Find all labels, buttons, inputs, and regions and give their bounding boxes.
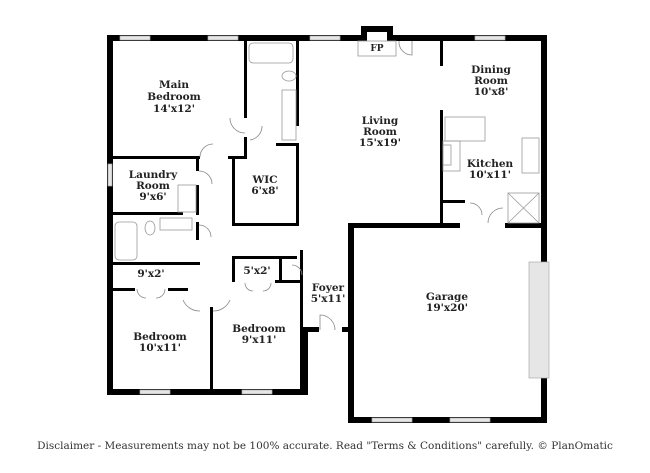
room-name: Bedroom xyxy=(147,91,201,103)
room-garage: Garage 19'x20' xyxy=(426,291,468,314)
room-name: Bedroom xyxy=(133,331,187,343)
room-main-bedroom: Main Bedroom 14'x12' xyxy=(147,79,201,115)
fireplace-label: FP xyxy=(370,44,383,54)
room-name: WIC xyxy=(251,174,277,186)
room-name: Laundry xyxy=(129,169,178,181)
door-swings xyxy=(136,40,504,331)
room-size: 14'x12' xyxy=(153,103,195,115)
room-size: 9'x6' xyxy=(139,191,166,203)
fixtures xyxy=(114,40,540,261)
closet-9x2: 9'x2' xyxy=(137,268,164,280)
room-size: 15'x19' xyxy=(359,137,401,149)
windows xyxy=(107,35,550,423)
room-foyer: Foyer 5'x11' xyxy=(311,282,346,305)
room-name: Main xyxy=(159,79,189,91)
room-kitchen: Kitchen 10'x11' xyxy=(467,158,514,181)
room-name: Garage xyxy=(426,291,468,303)
room-name: Bedroom xyxy=(232,323,286,335)
room-laundry: Laundry Room 9'x6' xyxy=(129,169,178,203)
room-size: 19'x20' xyxy=(426,302,468,314)
room-wic: WIC 6'x8' xyxy=(251,174,278,197)
disclaimer-text: Disclaimer - Measurements may not be 100… xyxy=(37,440,613,452)
room-size: 5'x11' xyxy=(311,293,346,305)
room-bedroom-2: Bedroom 9'x11' xyxy=(232,323,286,346)
room-size: 10'x11' xyxy=(469,169,511,181)
room-size: 5'x2' xyxy=(243,265,270,277)
room-name: Living xyxy=(362,115,399,127)
room-size: 10'x8' xyxy=(474,86,509,98)
room-name: Room xyxy=(136,180,170,192)
closet-5x2: 5'x2' xyxy=(243,265,270,277)
room-name: Dining xyxy=(471,64,511,76)
room-name: Room xyxy=(363,126,397,138)
interior-walls xyxy=(113,41,465,392)
room-size: 9'x11' xyxy=(242,334,277,346)
room-bedroom-1: Bedroom 10'x11' xyxy=(133,331,187,354)
room-living: Living Room 15'x19' xyxy=(359,115,401,149)
room-size: 10'x11' xyxy=(139,342,181,354)
room-name: Foyer xyxy=(312,282,345,294)
room-name: Room xyxy=(474,75,508,87)
room-size: 9'x2' xyxy=(137,268,164,280)
room-name: Kitchen xyxy=(467,158,514,170)
room-dining: Dining Room 10'x8' xyxy=(471,64,511,98)
room-size: 6'x8' xyxy=(251,185,278,197)
